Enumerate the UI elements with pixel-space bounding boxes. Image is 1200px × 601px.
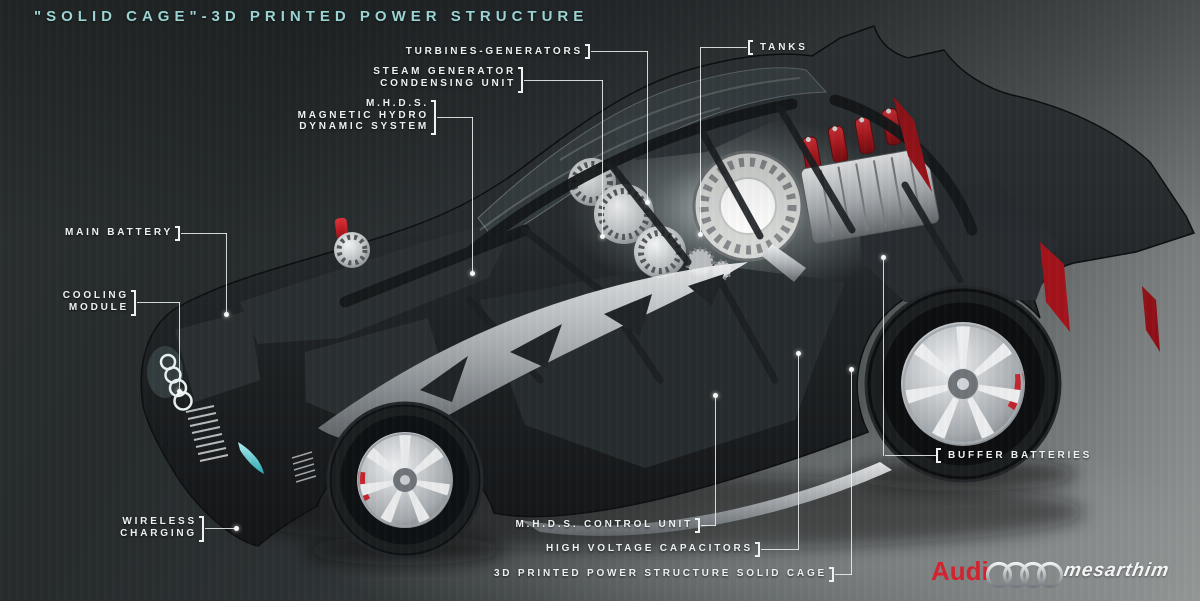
bracket-icon [829,567,834,582]
bracket-icon [518,67,523,93]
rear-wheel [864,285,1062,483]
leader-dot [600,234,605,239]
callout-mhds-control-unit: M.H.D.S. CONTROL UNIT [443,519,693,531]
headlight-rings [147,346,193,411]
callout-label: BUFFER BATTERIES [948,450,1093,461]
rear-fins [847,41,967,99]
diagram-title: "SOLID CAGE"-3D PRINTED POWER STRUCTURE [34,8,589,25]
callout-wireless-charging: WIRELESS CHARGING [97,516,197,539]
leader-buffer-h [885,455,936,456]
leader-steam-h [524,80,603,81]
leader-cage-v [851,369,852,575]
leader-tanks-h [701,47,747,48]
callout-steam-generator: STEAM GENERATOR CONDENSING UNIT [316,66,516,89]
studio-wordmark: mesarthim [1062,560,1172,581]
leader-main-battery-v [226,233,227,314]
leader-dot [645,200,650,205]
generator-block [800,108,940,244]
leader-cooling-v [179,302,180,391]
bracket-icon [755,542,760,557]
leader-tanks-v [700,47,701,234]
callout-label: 3D PRINTED POWER STRUCTURE SOLID CAGE [493,568,827,579]
leader-dot [698,232,703,237]
leader-mhds-control-h [701,525,716,526]
leader-cage-h [835,574,852,575]
audi-wordmark: Audi [931,556,989,586]
callout-tanks: TANKS [760,42,808,54]
callout-label: MODULE [68,301,129,313]
bracket-icon [748,40,753,55]
callout-label: TURBINES-GENERATORS [405,46,583,57]
leader-dot [881,255,886,260]
callout-label: MAGNETIC HYDRO [297,109,429,121]
leader-main-battery-h [181,233,227,234]
callout-turbines-generators: TURBINES-GENERATORS [353,46,583,58]
leader-buffer-v [883,257,884,456]
bracket-icon [695,518,700,533]
front-machinery [334,217,370,268]
callout-label: CHARGING [120,527,197,539]
callout-mhds-system: M.H.D.S. MAGNETIC HYDRO DYNAMIC SYSTEM [229,98,429,133]
callout-high-voltage-capacitors: HIGH VOLTAGE CAPACITORS [453,543,753,555]
leader-dot [177,389,182,394]
bracket-icon [199,516,204,542]
leader-dot [224,312,229,317]
bracket-icon [585,44,590,59]
callout-label: COOLING [62,290,129,301]
leader-mhds-v [472,117,473,273]
leader-mhds-control-v [715,395,716,526]
leader-turbines-h [591,51,648,52]
red-accents [893,96,1160,352]
leader-steam-v [602,80,603,236]
teal-blade-accent [238,442,264,474]
silver-cage-ribbon [318,262,748,442]
leader-dot [849,367,854,372]
callout-label: M.H.D.S. CONTROL UNIT [515,519,693,530]
leader-cooling-h [137,302,180,303]
callout-label: M.H.D.S. [366,98,429,109]
front-vent-slats [185,405,229,462]
leader-wireless-h [205,528,236,529]
front-wheel [326,401,484,559]
callout-label: STEAM GENERATOR [373,66,516,77]
callout-buffer-batteries: BUFFER BATTERIES [948,450,1092,462]
bracket-icon [431,100,436,135]
callout-power-structure: 3D PRINTED POWER STRUCTURE SOLID CAGE [377,568,827,580]
callout-label: HIGH VOLTAGE CAPACITORS [546,543,753,554]
audi-rings-logo [986,561,1064,589]
leader-dot [796,351,801,356]
callout-label: MAIN BATTERY [64,227,173,238]
leader-turbines-v [647,51,648,202]
leader-dot [470,271,475,276]
leader-mhds-h [437,117,473,118]
leader-hv-caps-v [798,353,799,550]
leader-dot [234,526,239,531]
sill-blade [520,462,892,536]
callout-main-battery: MAIN BATTERY [23,227,173,239]
callout-label: CONDENSING UNIT [380,77,516,89]
callout-label: WIRELESS [122,516,197,527]
bracket-icon [131,290,136,316]
callout-label: DYNAMIC SYSTEM [299,121,429,132]
callout-label: TANKS [760,42,808,53]
glass-glints [479,77,801,231]
bracket-icon [175,226,180,241]
lower-vent-slats [291,451,317,483]
leader-dot [713,393,718,398]
bracket-icon [936,448,941,463]
callout-cooling-module: COOLING MODULE [29,290,129,313]
leader-hv-caps-h [761,549,799,550]
